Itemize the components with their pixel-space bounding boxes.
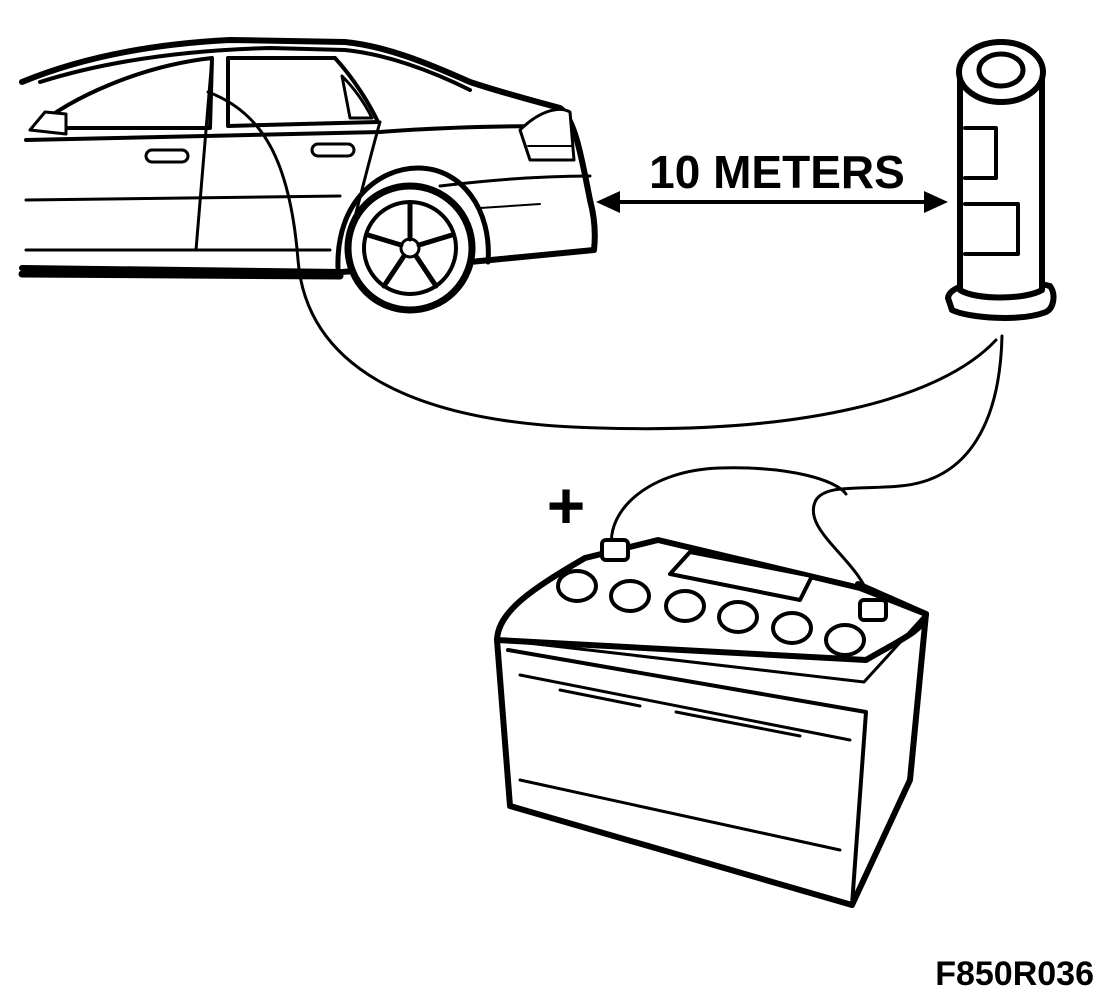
test-cables <box>206 90 1004 602</box>
distance-label: 10 METERS <box>649 146 905 198</box>
polarity-label: + <box>547 468 586 542</box>
double-arrow-icon <box>596 191 620 213</box>
marker-post-illustration <box>945 39 1057 321</box>
car-illustration <box>18 37 598 314</box>
battery-illustration <box>494 537 929 908</box>
figure-code: F850R036 <box>935 955 1094 993</box>
distance-arrow <box>596 191 948 213</box>
